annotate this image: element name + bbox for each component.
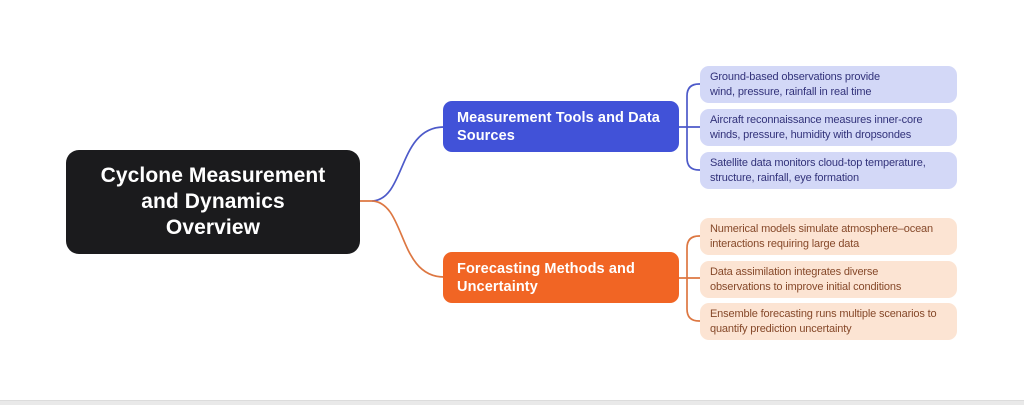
branch-node-measurement-tools[interactable]: Measurement Tools and Data Sources (443, 101, 679, 152)
connector-branch2-leaf1 (686, 235, 701, 279)
branch-node-forecasting-methods[interactable]: Forecasting Methods and Uncertainty (443, 252, 679, 303)
leaf-node-ensemble-forecasting[interactable]: Ensemble forecasting runs multiple scena… (700, 303, 957, 340)
connector-branch1-leaf3 (686, 126, 701, 171)
root-node-cyclone-overview[interactable]: Cyclone Measurement and Dynamics Overvie… (66, 150, 360, 254)
leaf-node-aircraft-reconnaissance[interactable]: Aircraft reconnaissance measures inner-c… (700, 109, 957, 146)
leaf-node-satellite-data[interactable]: Satellite data monitors cloud-top temper… (700, 152, 957, 189)
connector-branch1-leaf1 (686, 83, 701, 128)
leaf-node-ground-observations[interactable]: Ground-based observations provide wind, … (700, 66, 957, 103)
connector-root-to-branch1 (372, 126, 445, 202)
leaf-node-data-assimilation[interactable]: Data assimilation integrates diverse obs… (700, 261, 957, 298)
leaf-node-numerical-models[interactable]: Numerical models simulate atmosphere–oce… (700, 218, 957, 255)
window-bottom-edge (0, 400, 1024, 405)
connector-branch2-leaf3 (686, 277, 701, 322)
connector-root-to-branch2 (372, 200, 445, 278)
